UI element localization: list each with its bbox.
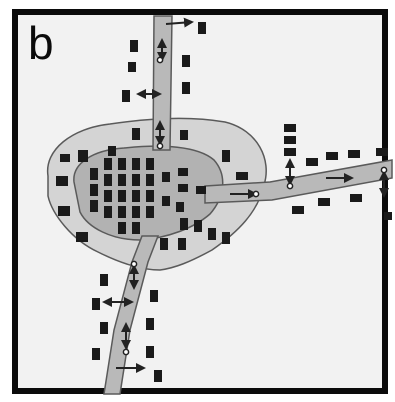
building-block (162, 196, 170, 206)
building-block (56, 176, 68, 186)
building-block (146, 346, 154, 358)
building-block (58, 206, 70, 216)
building-block (118, 222, 126, 234)
building-block (104, 206, 112, 218)
building-block (60, 154, 70, 162)
building-block (182, 55, 190, 67)
building-block (132, 174, 140, 186)
building-block (132, 158, 140, 170)
node-marker (380, 166, 388, 174)
building-block (384, 212, 392, 220)
building-block (306, 158, 318, 166)
building-block (146, 318, 154, 330)
node-marker (286, 182, 294, 190)
building-block (194, 220, 202, 232)
building-block (150, 290, 158, 302)
building-block (104, 190, 112, 202)
building-block (284, 148, 296, 156)
building-block (146, 174, 154, 186)
building-block (118, 190, 126, 202)
building-block (100, 274, 108, 286)
building-block (76, 232, 88, 242)
building-block (118, 158, 126, 170)
two-way-arrow (165, 17, 194, 28)
building-block (208, 228, 216, 240)
node-marker (156, 142, 164, 150)
building-block (350, 194, 362, 202)
building-block (154, 370, 162, 382)
building-block (182, 82, 190, 94)
building-block (292, 206, 304, 214)
building-block (90, 184, 98, 196)
building-block (222, 232, 230, 244)
building-group (56, 22, 392, 382)
node-group (122, 56, 388, 356)
building-block (122, 90, 130, 102)
building-block (176, 202, 184, 212)
building-block (162, 172, 170, 182)
building-block (104, 158, 112, 170)
building-block (104, 174, 112, 186)
building-block (326, 152, 338, 160)
road-south (103, 235, 160, 395)
building-block (178, 184, 188, 192)
building-block (132, 128, 140, 140)
building-block (118, 206, 126, 218)
building-block (196, 186, 206, 194)
building-block (118, 174, 126, 186)
building-block (222, 150, 230, 162)
building-block (348, 150, 360, 158)
building-block (198, 22, 206, 34)
building-block (146, 206, 154, 218)
building-block (178, 168, 188, 176)
building-block (130, 40, 138, 52)
road-north (152, 15, 173, 151)
building-block (90, 200, 98, 212)
arrow-group (102, 17, 389, 373)
node-marker (252, 190, 260, 198)
building-block (108, 146, 116, 156)
building-block (90, 168, 98, 180)
node-marker (122, 348, 130, 356)
building-block (92, 298, 100, 310)
building-block (284, 136, 296, 144)
building-block (178, 238, 186, 250)
building-block (100, 322, 108, 334)
building-block (146, 190, 154, 202)
building-block (92, 348, 100, 360)
panel-label: b (28, 17, 54, 69)
building-block (132, 222, 140, 234)
building-block (376, 148, 388, 156)
node-marker (156, 56, 164, 64)
building-block (132, 190, 140, 202)
building-block (284, 124, 296, 132)
building-block (180, 130, 188, 140)
building-block (78, 150, 88, 162)
building-block (180, 218, 188, 230)
building-block (236, 172, 248, 180)
building-block (146, 158, 154, 170)
building-block (160, 238, 168, 250)
building-block (128, 62, 136, 72)
building-block (318, 198, 330, 206)
node-marker (130, 260, 138, 268)
building-block (132, 206, 140, 218)
